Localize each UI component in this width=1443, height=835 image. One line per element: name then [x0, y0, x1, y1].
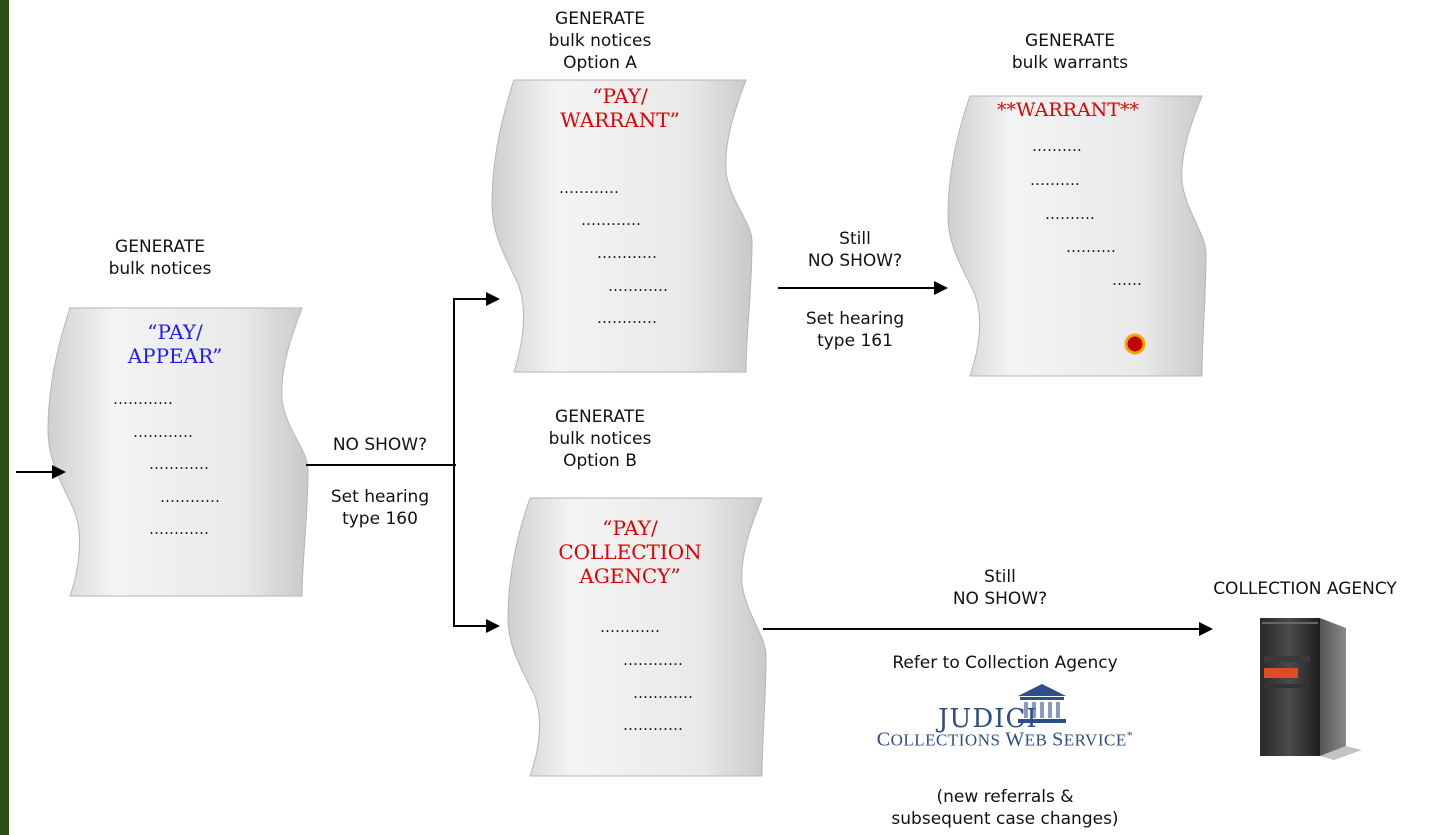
cws-eb: EB — [1024, 730, 1053, 750]
warrant-dots-5: …… — [1112, 271, 1142, 289]
courthouse-icon — [1018, 684, 1066, 723]
noticeA-dots-5: ………… — [597, 309, 657, 327]
cws-ollections: OLLECTIONS — [890, 730, 1006, 750]
noticeA-dots-3: ………… — [597, 244, 657, 262]
noticeA-caption: GENERATE bulk notices Option A — [530, 8, 670, 74]
branch-lower-line — [453, 625, 488, 627]
warrant-dots-1: ………. — [1032, 137, 1082, 155]
judici-note: (new referrals & subsequent case changes… — [860, 786, 1150, 830]
noticeB-dots-4: ………… — [623, 716, 683, 734]
transition2-action-line2: type 161 — [817, 331, 893, 351]
warrant-caption-line1: GENERATE — [1025, 31, 1115, 51]
notice1-dots-1: ………… — [113, 390, 173, 408]
notice1-dots-2: ………… — [133, 423, 193, 441]
notice1-title-line2: APPEAR” — [127, 344, 223, 368]
noticeA-caption-line3: Option A — [563, 53, 637, 73]
noticeA-dots-1: ………… — [559, 179, 619, 197]
judici-wordmark: JUDICI — [938, 704, 1038, 734]
notice1-scroll-document — [47, 307, 309, 597]
transition2-arrowhead — [934, 281, 948, 295]
noticeA-scroll-document — [491, 79, 753, 373]
notice1-dots-4: ………… — [160, 488, 220, 506]
transition3-question-line1: Still — [984, 567, 1016, 587]
judici-note-line1: (new referrals & — [936, 787, 1074, 807]
transition1-question: NO SHOW? — [332, 435, 428, 455]
entry-arrow-line — [16, 471, 54, 473]
cws-ervice: ERVICE — [1063, 730, 1127, 750]
noticeB-title-line1: “PAY/ — [602, 516, 658, 540]
entry-arrow-head — [52, 465, 66, 479]
noticeB-caption-line1: GENERATE — [555, 407, 645, 427]
transition3-line — [763, 628, 1201, 630]
judici-note-line2: subsequent case changes) — [891, 809, 1119, 829]
noticeB-dots-1: ………… — [600, 618, 660, 636]
warrant-dots-3: ………. — [1045, 205, 1095, 223]
transition3-question: Still NO SHOW? — [920, 566, 1080, 610]
noticeA-dots-4: ………… — [608, 277, 668, 295]
transition2-question-line1: Still — [839, 229, 871, 249]
noticeB-title-line2: COLLECTION — [558, 540, 702, 564]
server-icon — [1260, 618, 1362, 760]
noticeB-title-line3: AGENCY” — [579, 564, 681, 588]
noticeA-title-line1: “PAY/ — [592, 84, 648, 108]
noticeB-dots-2: ………… — [623, 651, 683, 669]
noticeB-caption-line3: Option B — [563, 451, 637, 471]
transition1-action-line2: type 160 — [342, 509, 418, 529]
notice1-caption-line2: bulk notices — [108, 259, 212, 279]
noticeB-caption-line2: bulk notices — [548, 429, 652, 449]
warrant-dots-4: ………. — [1066, 238, 1116, 256]
notice1-title-line1: “PAY/ — [147, 320, 203, 344]
noticeB-dots-3: ………… — [633, 684, 693, 702]
transition3-action: Refer to Collection Agency — [892, 653, 1118, 673]
transition1-action: Set hearing type 160 — [305, 486, 455, 530]
cws-s: S — [1052, 728, 1064, 751]
judici-logo: JUDICI COLLECTIONS WEB SERVICE* — [860, 684, 1150, 751]
branch-upper-arrowhead — [486, 292, 500, 306]
warrant-title: **WARRANT** — [997, 99, 1139, 121]
noticeA-title: “PAY/ WARRANT” — [540, 84, 700, 132]
transition1-action-line1: Set hearing — [330, 487, 430, 507]
notice1-dots-3: ………… — [149, 455, 209, 473]
noticeA-dots-2: ………… — [581, 211, 641, 229]
noticeB-caption: GENERATE bulk notices Option B — [530, 406, 670, 472]
warrant-dots-2: ………. — [1030, 171, 1080, 189]
left-sidebar-bar — [0, 0, 9, 835]
collections-web-service-text: COLLECTIONS WEB SERVICE* — [860, 728, 1150, 752]
transition2-question: Still NO SHOW? — [780, 228, 930, 272]
transition2-question-line2: NO SHOW? — [807, 251, 903, 271]
transition2-action: Set hearing type 161 — [780, 308, 930, 352]
warrant-caption: GENERATE bulk warrants — [990, 30, 1150, 74]
warrant-caption-line2: bulk warrants — [1011, 53, 1129, 73]
transition2-action-line1: Set hearing — [805, 309, 905, 329]
cws-mark: * — [1126, 728, 1134, 742]
transition3-arrowhead — [1199, 622, 1213, 636]
agency-label: COLLECTION AGENCY — [1213, 579, 1397, 599]
noticeA-caption-line2: bulk notices — [548, 31, 652, 51]
noticeA-title-line2: WARRANT” — [560, 108, 680, 132]
notice1-caption: GENERATE bulk notices — [90, 236, 230, 280]
noticeA-caption-line1: GENERATE — [555, 9, 645, 29]
branch-upper-line — [453, 298, 488, 300]
notice1-dots-5: ………… — [149, 520, 209, 538]
notice1-title: “PAY/ APPEAR” — [95, 320, 255, 368]
transition2-line — [778, 287, 936, 289]
transition3-question-line2: NO SHOW? — [952, 589, 1048, 609]
cws-c: C — [876, 728, 891, 751]
seal-icon — [1124, 333, 1146, 355]
notice1-caption-line1: GENERATE — [115, 237, 205, 257]
cws-w: W — [1005, 728, 1025, 751]
branch-vertical-line — [453, 298, 455, 627]
transition1-line — [306, 464, 456, 466]
noticeB-scroll-document — [507, 497, 767, 777]
branch-lower-arrowhead — [486, 619, 500, 633]
noticeB-title: “PAY/ COLLECTION AGENCY” — [540, 516, 720, 588]
warrant-scroll-document — [947, 95, 1207, 377]
